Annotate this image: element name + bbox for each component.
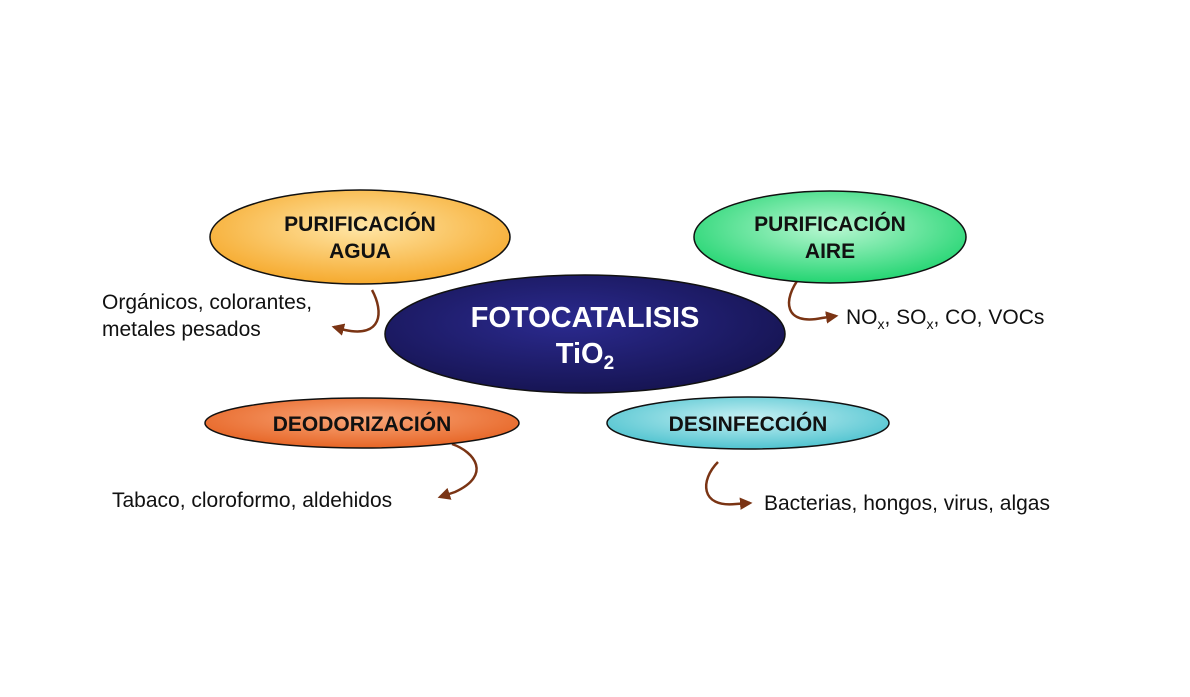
- node-desinfeccion: DESINFECCIÓN: [606, 396, 890, 450]
- arrow-deodorizacion: [437, 442, 478, 500]
- note-aire: NOx, SOx, CO, VOCs: [846, 306, 1044, 332]
- center-subtitle: TiO2: [556, 338, 614, 374]
- center-title: FOTOCATALISIS: [471, 302, 700, 334]
- node-fotocatalisis: FOTOCATALISIS TiO2: [384, 274, 786, 394]
- node-aire-line2: AIRE: [805, 240, 855, 263]
- node-deodorizacion: DEODORIZACIÓN: [204, 397, 520, 449]
- node-aire-line1: PURIFICACIÓN: [754, 212, 906, 236]
- node-agua-line2: AGUA: [329, 240, 391, 263]
- node-deodorizacion-label: DEODORIZACIÓN: [273, 412, 452, 436]
- node-desinfeccion-label: DESINFECCIÓN: [669, 412, 828, 436]
- note-deodorizacion: Tabaco, cloroformo, aldehidos: [112, 489, 392, 512]
- node-agua-line1: PURIFICACIÓN: [284, 212, 436, 236]
- note-desinfeccion: Bacterias, hongos, virus, algas: [764, 492, 1050, 515]
- arrow-desinfeccion: [704, 461, 753, 510]
- note-agua-line2: metales pesados: [102, 318, 261, 341]
- node-purificacion-agua: PURIFICACIÓN AGUA: [209, 189, 511, 285]
- arrow-aire: [787, 276, 839, 324]
- note-agua-line1: Orgánicos, colorantes,: [102, 291, 312, 314]
- arrow-agua: [331, 289, 380, 336]
- node-purificacion-aire: PURIFICACIÓN AIRE: [693, 190, 967, 284]
